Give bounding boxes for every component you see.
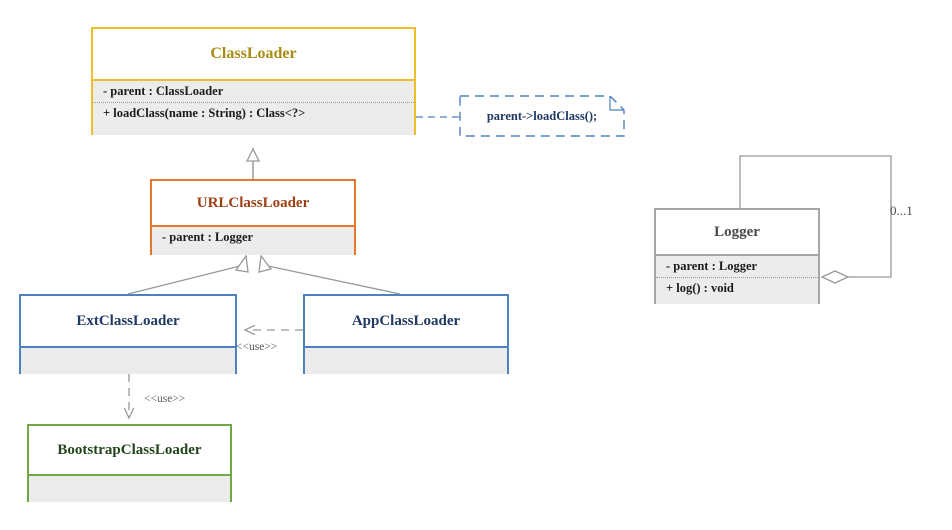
edge-label-use-ext-to-bootstrap: <<use>> (144, 393, 186, 405)
class-name-extclassloader: ExtClassLoader (21, 296, 235, 346)
class-attribute: - parent : Logger (666, 259, 758, 273)
class-name-appclassloader: AppClassLoader (305, 296, 507, 346)
class-body-urlclassloader: - parent : Logger (152, 227, 354, 255)
note-parent-loadclass: parent->loadClass(); (460, 96, 624, 136)
class-operation: + loadClass(name : String) : Class<?> (93, 102, 414, 124)
class-separator (305, 346, 507, 348)
class-body-classloader: - parent : ClassLoader + loadClass(name … (93, 81, 414, 135)
edge-label-logger-multiplicity: 0...1 (890, 203, 913, 218)
class-separator (29, 474, 230, 476)
class-attribute: - parent : ClassLoader (103, 84, 224, 98)
class-body-logger: - parent : Logger + log() : void (656, 256, 818, 304)
uml-class-urlclassloader[interactable]: URLClassLoader - parent : Logger (150, 179, 356, 255)
class-attribute: - parent : Logger (162, 230, 254, 244)
class-separator (656, 254, 818, 256)
class-separator (152, 225, 354, 227)
uml-class-bootstrapclassloader[interactable]: BootstrapClassLoader (27, 424, 232, 502)
class-name-classloader: ClassLoader (93, 29, 414, 79)
uml-class-extclassloader[interactable]: ExtClassLoader (19, 294, 237, 374)
edge-urlclassloader-to-classloader (245, 147, 261, 179)
edge-appclassloader-to-urlclassloader (258, 254, 401, 295)
class-name-bootstrapclassloader: BootstrapClassLoader (29, 426, 230, 474)
class-body-appclassloader (305, 348, 507, 374)
class-name-logger: Logger (656, 210, 818, 254)
uml-class-classloader[interactable]: ClassLoader - parent : ClassLoader + loa… (91, 27, 416, 135)
edge-label-use-app-to-ext: <<use>> (236, 341, 278, 353)
class-operation: + log() : void (656, 277, 818, 299)
class-body-bootstrapclassloader (29, 476, 230, 502)
uml-class-logger[interactable]: Logger - parent : Logger + log() : void (654, 208, 820, 304)
class-body-extclassloader (21, 348, 235, 374)
note-text: parent->loadClass(); (486, 108, 598, 123)
uml-class-appclassloader[interactable]: AppClassLoader (303, 294, 509, 374)
class-name-urlclassloader: URLClassLoader (152, 181, 354, 225)
edge-extclassloader-to-urlclassloader (127, 254, 249, 295)
class-separator (93, 79, 414, 81)
class-separator (21, 346, 235, 348)
